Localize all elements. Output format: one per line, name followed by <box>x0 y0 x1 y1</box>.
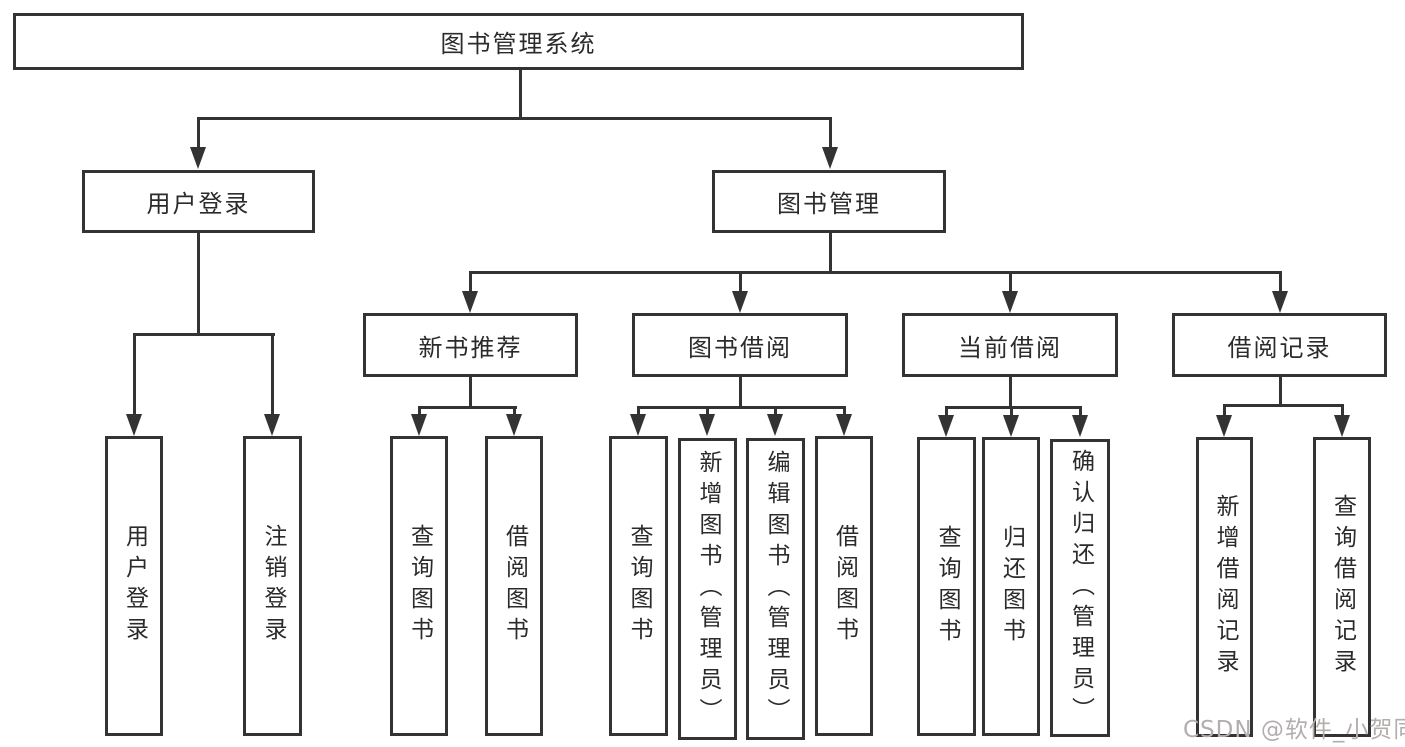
connector-add-book-drop <box>706 406 709 416</box>
leaf-confirm-return-admin: 确认归还（管理员） <box>1050 439 1110 737</box>
connector-user-login-stem <box>197 231 200 336</box>
arrowhead-borrow-books-borrowing <box>836 414 852 436</box>
connector-leaf-logout-drop <box>271 333 274 416</box>
arrowhead-new-book <box>462 291 478 313</box>
arrowhead-leaf-user-login <box>126 414 142 436</box>
leaf-query-books-current: 查询图书 <box>917 437 976 736</box>
arrowhead-user-login <box>190 147 206 169</box>
connector-book-borrowing-drop <box>739 271 742 293</box>
arrowhead-borrowing-records <box>1272 291 1288 313</box>
leaf-query-borrow-record: 查询借阅记录 <box>1313 437 1371 737</box>
connector-user-login-drop <box>197 117 200 151</box>
leaf-user-login: 用户登录 <box>105 436 163 736</box>
leaf-edit-book-admin: 编辑图书（管理员） <box>746 438 805 740</box>
leaf-query-books-borrowing: 查询图书 <box>609 436 668 736</box>
connector-query-borrow-record-drop <box>1341 404 1344 416</box>
connector-borrowing-records-rail <box>1223 404 1344 407</box>
connector-borrow-books-recommend-drop <box>513 406 516 416</box>
connector-new-book-rail <box>418 406 517 409</box>
arrowhead-return-book <box>1003 415 1019 437</box>
leaf-borrow-books-borrowing: 借阅图书 <box>815 436 873 736</box>
connector-current-borrowing-rail <box>945 406 1082 409</box>
watermark: CSDN @软件_小贺同学 <box>1183 717 1405 743</box>
connector-current-borrowing-stem <box>1009 375 1012 409</box>
node-book-borrowing: 图书借阅 <box>632 313 848 377</box>
connector-query-books-current-drop <box>945 406 948 416</box>
arrowhead-borrow-books-recommend <box>506 414 522 436</box>
node-user-login: 用户登录 <box>82 170 315 233</box>
connector-root-stem <box>519 68 522 120</box>
arrowhead-query-borrow-record <box>1334 415 1350 437</box>
connector-book-borrowing-rail <box>637 406 846 409</box>
connector-current-borrowing-drop <box>1009 271 1012 293</box>
arrowhead-query-books-current <box>938 415 954 437</box>
leaf-return-book: 归还图书 <box>982 437 1040 736</box>
leaf-add-book-admin: 新增图书（管理员） <box>678 438 737 740</box>
connector-level1-rail <box>197 117 832 120</box>
connector-level2-rail <box>469 271 1282 274</box>
arrowhead-current-borrowing <box>1002 291 1018 313</box>
leaf-query-books-recommend: 查询图书 <box>390 436 448 736</box>
leaf-borrow-books-recommend: 借阅图书 <box>485 436 543 736</box>
connector-confirm-return-drop <box>1079 406 1082 416</box>
connector-borrow-books-borrowing-drop <box>843 406 846 416</box>
connector-new-book-stem <box>469 375 472 409</box>
connector-user-login-rail <box>133 333 275 336</box>
arrowhead-add-borrow-record <box>1216 415 1232 437</box>
node-book-management: 图书管理 <box>712 170 946 233</box>
arrowhead-add-book <box>699 414 715 436</box>
connector-add-borrow-record-drop <box>1223 404 1226 416</box>
connector-leaf-user-login-drop <box>133 333 136 416</box>
node-borrowing-records: 借阅记录 <box>1172 313 1387 377</box>
connector-borrowing-records-stem <box>1279 375 1282 407</box>
arrowhead-edit-book <box>767 414 783 436</box>
node-new-book-recommendation: 新书推荐 <box>363 313 578 377</box>
connector-borrowing-records-drop <box>1279 271 1282 293</box>
leaf-add-borrow-record: 新增借阅记录 <box>1196 437 1253 737</box>
connector-return-book-drop <box>1010 406 1013 416</box>
arrowhead-query-books-borrowing <box>630 414 646 436</box>
node-current-borrowing: 当前借阅 <box>902 313 1118 377</box>
arrowhead-query-books-recommend <box>411 414 427 436</box>
node-library-management-system: 图书管理系统 <box>13 13 1024 70</box>
connector-edit-book-drop <box>774 406 777 416</box>
leaf-logout: 注销登录 <box>243 436 302 736</box>
connector-book-management-stem <box>829 231 832 274</box>
connector-book-management-drop <box>829 117 832 151</box>
connector-query-books-borrowing-drop <box>637 406 640 416</box>
connector-book-borrowing-stem <box>739 375 742 409</box>
arrowhead-confirm-return <box>1072 415 1088 437</box>
arrowhead-book-management <box>822 147 838 169</box>
connector-query-books-recommend-drop <box>418 406 421 416</box>
connector-new-book-drop <box>469 271 472 293</box>
arrowhead-book-borrowing <box>732 291 748 313</box>
arrowhead-leaf-logout <box>264 414 280 436</box>
